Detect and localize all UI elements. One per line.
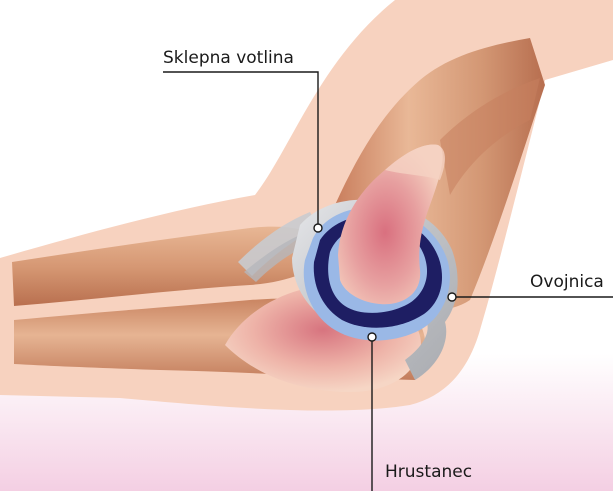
label-joint-cavity: Sklepna votlina bbox=[163, 48, 294, 68]
leader-dot-capsule bbox=[448, 293, 456, 301]
label-cartilage: Hrustanec bbox=[385, 462, 472, 482]
leader-dot-cartilage bbox=[368, 333, 376, 341]
label-capsule: Ovojnica bbox=[530, 272, 604, 292]
leader-dot-cavity bbox=[314, 224, 322, 232]
